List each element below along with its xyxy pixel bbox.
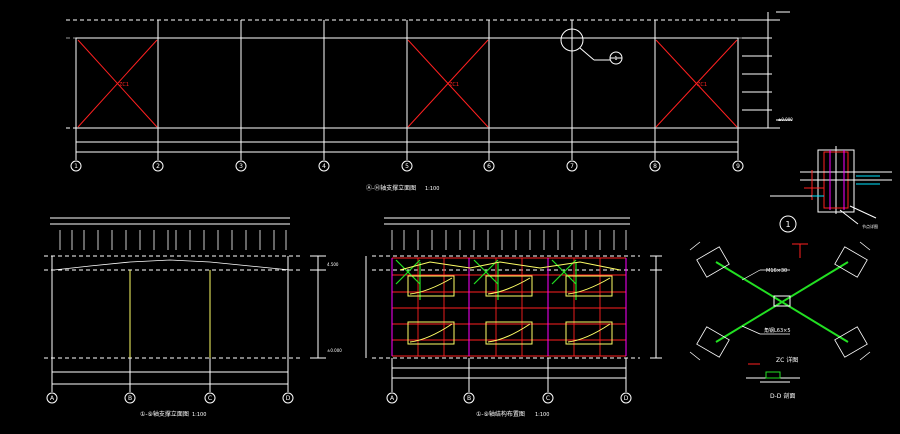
middle-yellow-panels <box>399 261 621 345</box>
axis-label: 7 <box>570 163 574 170</box>
brace-detail <box>689 241 871 383</box>
axis-bubbles-top <box>70 160 744 172</box>
brace-detail-label: M16×30 <box>766 268 787 274</box>
axis-label: A <box>390 395 395 402</box>
axis-label: B <box>128 395 132 402</box>
middle-red-grid <box>391 257 627 357</box>
brace-x-1 <box>77 39 158 128</box>
middle-magenta-columns <box>391 258 627 356</box>
detail-callout-circle <box>560 28 584 52</box>
top-elevation-title: Ⓐ-Ⓗ轴支撑立面图 <box>366 184 416 192</box>
axis-label: 1 <box>74 163 78 170</box>
leader-line <box>579 47 595 61</box>
level-label: 4.500 <box>327 262 339 267</box>
section-title: D-D 剖面 <box>770 392 795 400</box>
axis-bubbles-left <box>46 392 294 404</box>
detail-1 <box>770 146 892 233</box>
top-elevation <box>66 11 792 172</box>
left-elevation <box>44 217 326 404</box>
axis-label: C <box>546 395 550 402</box>
brace-x-2 <box>407 39 489 128</box>
axis-label: 6 <box>487 163 491 170</box>
middle-elevation-title: ①-⑨轴结构布置图 <box>476 410 525 418</box>
top-elevation-scale: 1:100 <box>425 186 439 192</box>
axis-label: D <box>624 395 629 402</box>
left-elevation-columns <box>129 270 211 358</box>
middle-green-braces <box>395 259 577 300</box>
axis-label: 4 <box>322 163 326 170</box>
axis-label: D <box>286 395 291 402</box>
brace-label: ZC1 <box>449 82 459 88</box>
brace-detail-title: ZC 详图 <box>776 356 798 364</box>
left-elevation-scale: 1:100 <box>192 412 206 418</box>
top-axis-labels: 1 2 3 4 5 6 7 8 9 <box>74 163 740 170</box>
left-elevation-title: ①-⑨轴支撑立面图 <box>140 410 189 418</box>
middle-elevation <box>365 217 662 404</box>
brace-label: ZC1 <box>697 82 707 88</box>
level-label: ±0.000 <box>327 348 342 353</box>
axis-label: 2 <box>156 163 160 170</box>
axis-label: 8 <box>653 163 657 170</box>
middle-elevation-scale: 1:100 <box>535 412 549 418</box>
detail-note: 节点详图 <box>862 223 878 229</box>
detail-bubble-number: 1 <box>785 220 790 229</box>
detail-ref-number: 1 <box>614 56 617 62</box>
level-label: ±0.000 <box>778 117 793 122</box>
axis-label: C <box>208 395 212 402</box>
axis-label: B <box>467 395 471 402</box>
axis-bubbles-middle <box>386 392 632 404</box>
brace-x-3 <box>655 39 738 128</box>
axis-label: 9 <box>736 163 740 170</box>
brace-detail-label: 角钢L63×5 <box>764 327 791 334</box>
axis-label: A <box>50 395 55 402</box>
axis-label: 5 <box>405 163 409 170</box>
brace-label: ZC1 <box>119 82 129 88</box>
axis-label: 3 <box>239 163 243 170</box>
